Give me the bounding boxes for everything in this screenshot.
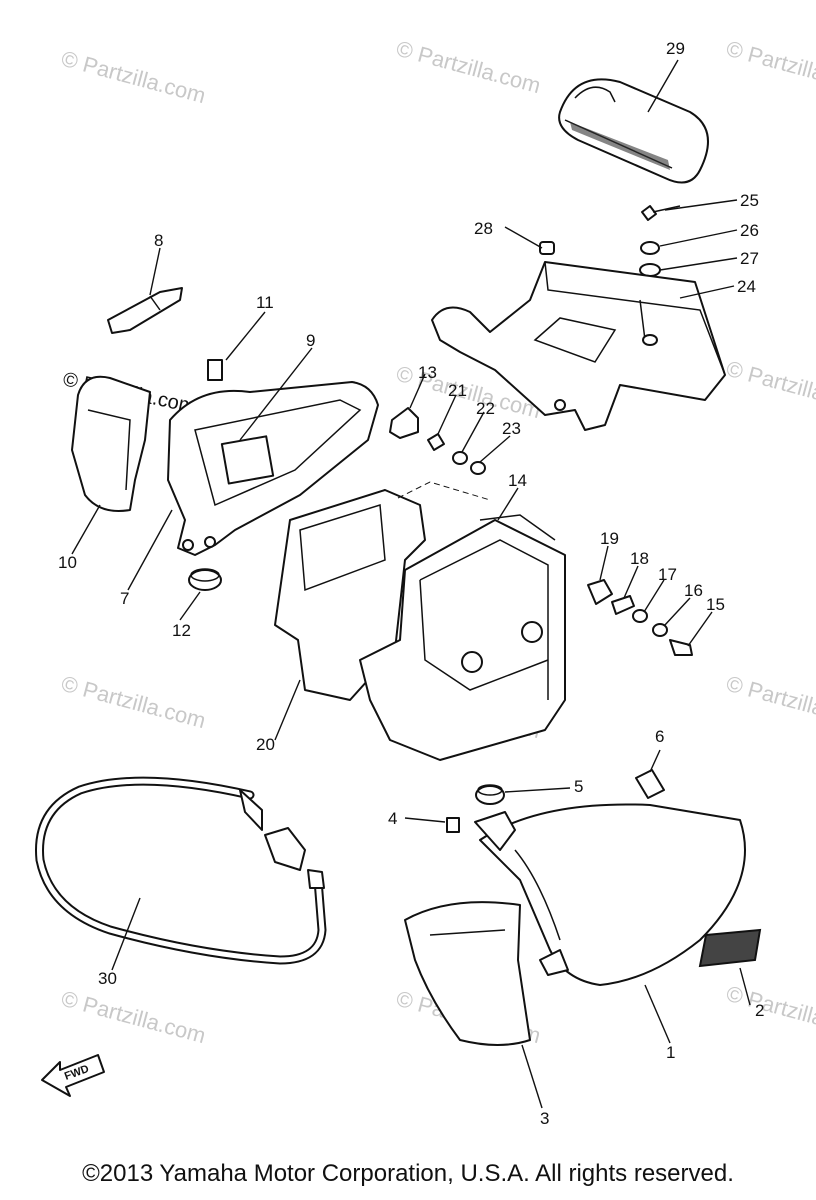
part-label-26: 26: [740, 221, 759, 240]
mount-hardware-drawing: [587, 579, 693, 656]
part-label-16: 16: [684, 581, 703, 600]
part-label-8: 8: [154, 231, 163, 250]
part-label-9: 9: [306, 331, 315, 350]
bolt-washer-drawing: [639, 205, 681, 277]
part-label-25: 25: [740, 191, 759, 210]
part-label-20: 20: [256, 735, 275, 754]
side-cover-left-drawing: [71, 375, 151, 512]
side-cover-right-drawing: [474, 803, 746, 986]
part-label-1: 1: [666, 1043, 675, 1062]
watermark: © Partzilla.com: [724, 36, 816, 99]
watermark: © Partzilla.com: [59, 986, 209, 1049]
part-label-19: 19: [600, 529, 619, 548]
battery-tray-drawing: [431, 261, 726, 431]
part-label-14: 14: [508, 471, 527, 490]
watermark: © Partzilla.com: [59, 671, 209, 734]
part-label-30: 30: [98, 969, 117, 988]
part-label-7: 7: [120, 589, 129, 608]
grommet-12-drawing: [188, 568, 222, 591]
part-label-24: 24: [737, 277, 756, 296]
part-label-11: 11: [256, 293, 274, 312]
copyright-notice: ©2013 Yamaha Motor Corporation, U.S.A. A…: [82, 1160, 734, 1187]
watermark: © Partzilla.com: [394, 36, 544, 99]
tool-pouch-drawing: [558, 78, 709, 184]
part-label-2: 2: [755, 1001, 764, 1020]
part-label-17: 17: [658, 565, 677, 584]
inner-cover-drawing: [404, 901, 531, 1046]
part-label-13: 13: [418, 363, 437, 382]
emblem-drawing: [698, 928, 762, 968]
wire-harness-drawing: [35, 776, 327, 965]
part-label-23: 23: [502, 419, 521, 438]
part-label-6: 6: [655, 727, 664, 746]
grommet-clips-drawing: [446, 769, 665, 833]
part-label-28: 28: [474, 219, 493, 238]
part-labels: 29 25 26 27 24 28 8 11 9 13 21 22 23 14 …: [58, 39, 764, 1128]
small-bracket-drawing: [107, 287, 183, 334]
part-label-15: 15: [706, 595, 725, 614]
battery-box-drawing: [359, 514, 566, 761]
part-label-22: 22: [476, 399, 495, 418]
part-label-5: 5: [574, 777, 583, 796]
clip-drawing: [207, 359, 223, 381]
part-label-21: 21: [448, 381, 467, 400]
leader-lines: [71, 59, 751, 1109]
part-label-4: 4: [388, 809, 397, 828]
damper-13-drawing: [389, 407, 419, 439]
part-label-27: 27: [740, 249, 759, 268]
watermark: © Partzilla.com: [724, 356, 816, 419]
part-label-3: 3: [540, 1109, 549, 1128]
part-label-29: 29: [666, 39, 685, 58]
screw-nut-drawing: [427, 433, 486, 475]
frame-bracket-drawing: [167, 381, 379, 556]
watermark: © Partzilla.com: [59, 46, 209, 109]
front-arrow: FWD: [41, 1054, 105, 1097]
watermark: © Partzilla.com: [724, 671, 816, 734]
part-label-10: 10: [58, 553, 77, 572]
grommet-drawing: [539, 241, 555, 255]
part-label-18: 18: [630, 549, 649, 568]
watermark: © Partzilla.com: [724, 981, 816, 1044]
part-label-12: 12: [172, 621, 191, 640]
